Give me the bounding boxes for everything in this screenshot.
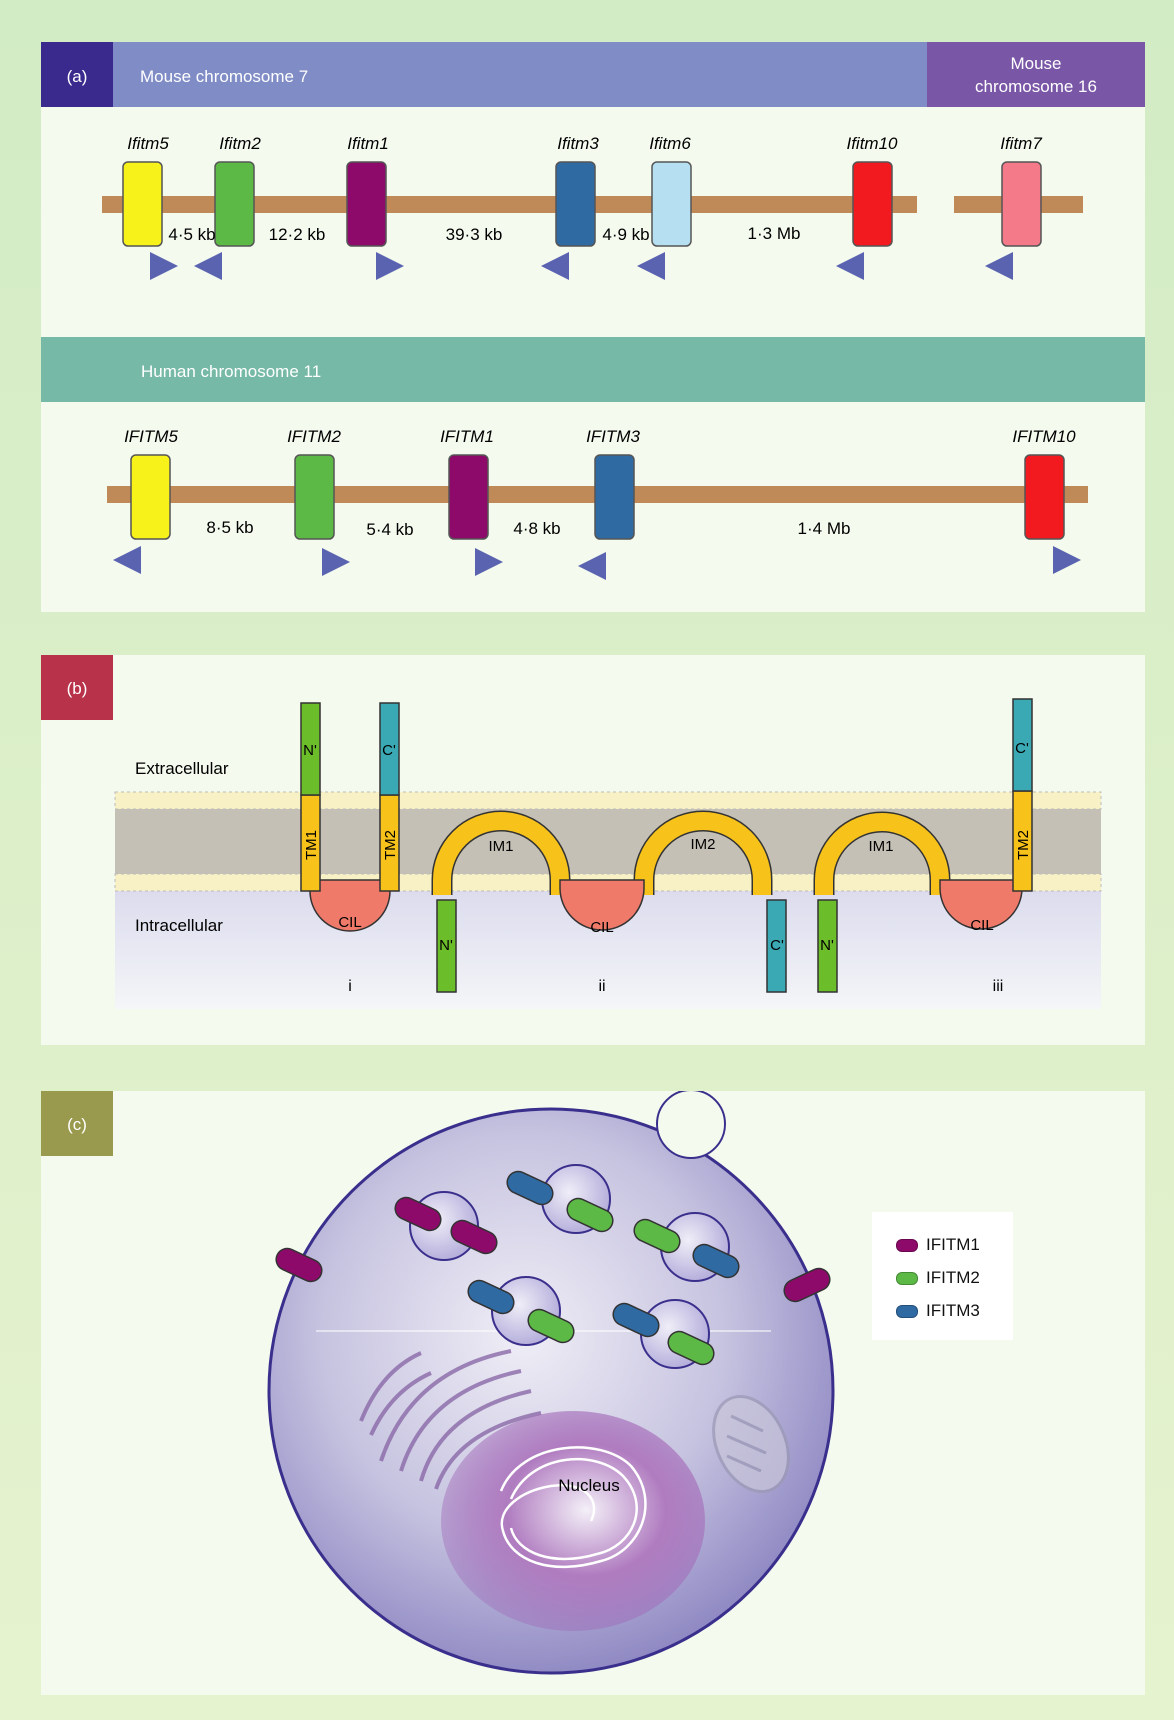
legend-label: IFITM1 (926, 1235, 980, 1255)
legend-item-ifitm3: IFITM3 (896, 1301, 980, 1321)
im1-label: IM1 (488, 838, 513, 855)
gene-box-ifitm2 (295, 455, 334, 539)
mouse-chromosome7-label: Mouse chromosome 7 (140, 67, 308, 86)
extracellular-label: Extracellular (135, 759, 229, 778)
n-terminus-label: N' (303, 742, 317, 759)
ifitm2-swatch-icon (896, 1272, 918, 1285)
panel-a-tag: (a) (67, 67, 88, 86)
distance-label: 39·3 kb (446, 225, 503, 244)
cil-label: CIL (590, 919, 613, 936)
gene-cluster-diagram: (a) Mouse chromosome 7 Mouse chromosome … (41, 42, 1145, 612)
panel-c-tag: (c) (67, 1115, 87, 1134)
legend-item-ifitm2: IFITM2 (896, 1268, 980, 1288)
gene-box-ifitm5 (123, 162, 162, 246)
panel-a: (a) Mouse chromosome 7 Mouse chromosome … (41, 42, 1145, 612)
gene-box-ifitm10 (1025, 455, 1064, 539)
nucleus (441, 1411, 705, 1631)
panel-b-tag: (b) (67, 679, 88, 698)
legend-label: IFITM3 (926, 1301, 980, 1321)
cell: Nucleus (269, 1091, 833, 1673)
gene-label: Ifitm10 (846, 134, 898, 153)
mouse-chromosome16-label-line2: chromosome 16 (975, 77, 1097, 96)
gene-box-ifitm6 (652, 162, 691, 246)
gene-label: Ifitm3 (557, 134, 599, 153)
topology-numeral: iii (993, 978, 1004, 995)
distance-label: 8·5 kb (206, 518, 253, 537)
gene-label: IFITM2 (287, 427, 341, 446)
gene-label: IFITM3 (586, 427, 640, 446)
im1-label: IM1 (868, 838, 893, 855)
human-chromosome11-label: Human chromosome 11 (141, 362, 321, 381)
gene-box-ifitm5 (131, 455, 170, 539)
ifitm3-swatch-icon (896, 1305, 918, 1318)
gene-label: IFITM10 (1012, 427, 1076, 446)
ifitm1-swatch-icon (896, 1239, 918, 1252)
nucleus-label: Nucleus (558, 1476, 619, 1495)
distance-label: 12·2 kb (269, 225, 326, 244)
c-terminus-label: C' (382, 742, 396, 759)
distance-label: 1·4 Mb (798, 519, 851, 538)
gene-box-ifitm10 (853, 162, 892, 246)
gene-label: IFITM5 (124, 427, 178, 446)
gene-label: Ifitm7 (1000, 134, 1042, 153)
panel-c: (c) (41, 1091, 1145, 1695)
distance-label: 4·8 kb (513, 519, 560, 538)
intracellular-label: Intracellular (135, 916, 223, 935)
gene-label: Ifitm6 (649, 134, 691, 153)
distance-label: 5·4 kb (366, 520, 413, 539)
distance-label: 4·9 kb (602, 225, 649, 244)
distance-label: 1·3 Mb (748, 224, 801, 243)
c-terminus-label: C' (1015, 740, 1029, 757)
legend-item-ifitm1: IFITM1 (896, 1235, 980, 1255)
membrane-topology-diagram: (b) Extracellular Intracellular N' C' TM… (41, 655, 1145, 1045)
gene-box-ifitm1 (347, 162, 386, 246)
panel-b: (b) Extracellular Intracellular N' C' TM… (41, 655, 1145, 1045)
legend-label: IFITM2 (926, 1268, 980, 1288)
gene-box-ifitm3 (556, 162, 595, 246)
endocytic-pit (657, 1091, 725, 1158)
n-terminus-label: N' (820, 937, 834, 954)
gene-box-ifitm7 (1002, 162, 1041, 246)
cil-label: CIL (970, 917, 993, 934)
membrane-outer-leaflet (115, 792, 1101, 809)
gene-box-ifitm3 (595, 455, 634, 539)
n-terminus-label: N' (439, 937, 453, 954)
gene-box-ifitm2 (215, 162, 254, 246)
gene-label: Ifitm2 (219, 134, 261, 153)
c-terminus-label: C' (770, 937, 784, 954)
protein-legend: IFITM1 IFITM2 IFITM3 (872, 1212, 1013, 1340)
mouse-chromosome16-label-line1: Mouse (1010, 54, 1061, 73)
mouse-chromosome16-header (927, 42, 1145, 107)
distance-label: 4·5 kb (168, 225, 215, 244)
gene-label: Ifitm5 (127, 134, 169, 153)
topology-numeral: i (348, 978, 352, 995)
gene-label: Ifitm1 (347, 134, 389, 153)
gene-label: IFITM1 (440, 427, 494, 446)
tm2-label: TM2 (1015, 830, 1032, 860)
tm1-label: TM1 (303, 830, 320, 860)
tm2-label: TM2 (382, 830, 399, 860)
cil-label: CIL (338, 914, 361, 931)
cell-localization-diagram: (c) (41, 1091, 1145, 1695)
im2-label: IM2 (690, 836, 715, 853)
topology-numeral: ii (598, 978, 605, 995)
gene-box-ifitm1 (449, 455, 488, 539)
